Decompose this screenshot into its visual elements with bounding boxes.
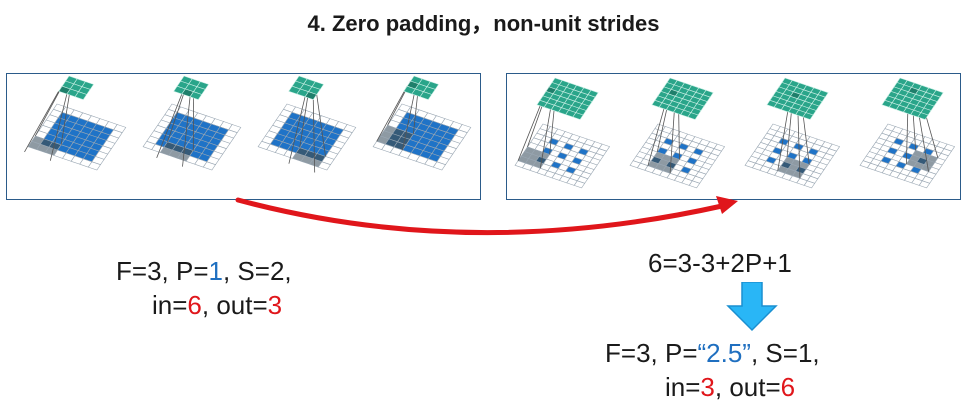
left-params-line: F=3, P=1, S=2,: [116, 256, 292, 286]
transposed-frame-1: [514, 77, 611, 189]
right-io-line: in=3, out=6: [665, 372, 796, 402]
left-io-line: in=6, out=3: [152, 290, 283, 320]
transposed-convolution-illustration-panel: [506, 73, 961, 200]
transposed-convolution-frames: [514, 77, 956, 189]
conv-frame-1: [24, 75, 127, 171]
convolution-illustration-panel: [6, 73, 481, 200]
conv-frame-3: [257, 75, 357, 173]
transposed-frame-3: [744, 77, 841, 189]
transposed-frame-4: [859, 77, 956, 189]
right-caption: F=3, P=“2.5”, S=1, in=3, out=6: [605, 336, 905, 404]
convolution-frames: [24, 75, 472, 173]
equation: 6=3-3+2P+1: [648, 248, 792, 278]
right-params-line: F=3, P=“2.5”, S=1,: [605, 338, 820, 368]
conv-frame-2: [142, 75, 242, 171]
slide-title: 4. Zero padding，non-unit strides: [307, 11, 660, 36]
transposed-frame-2: [629, 77, 726, 189]
down-arrow-icon: [726, 282, 778, 332]
left-caption: F=3, P=1, S=2, in=6, out=3: [116, 254, 376, 322]
conv-frame-4: [372, 75, 472, 171]
